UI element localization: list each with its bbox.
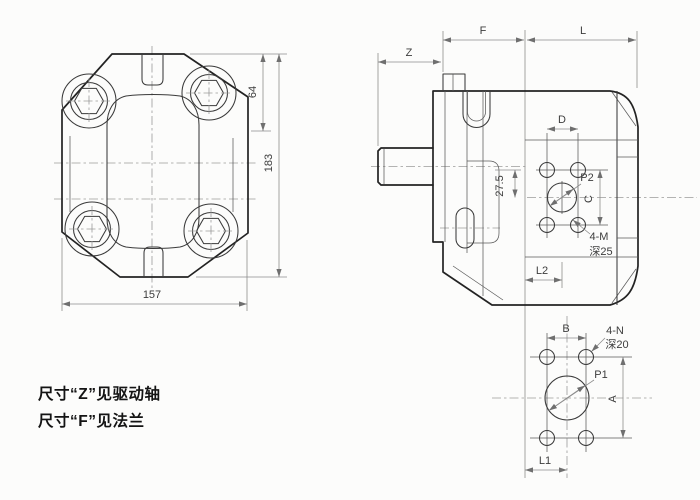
side-view: Z F L D 27.5 C (371, 25, 697, 478)
flange-bolt-slot-top-outer (462, 91, 491, 129)
thread-depth-20-label: 深20 (605, 338, 628, 351)
thread-hole (538, 216, 556, 234)
port-p1-circle (544, 375, 590, 421)
dim-f: F (442, 25, 524, 72)
chamfer-edge-bottom-left (452, 265, 504, 301)
thread-hole (569, 161, 587, 179)
dim-64-label: 64 (247, 86, 259, 98)
flange-bolt-slot-top-inner (467, 91, 486, 122)
dim-l-label: L (580, 25, 586, 37)
dim-c-label: C (583, 195, 595, 203)
port-p1-label: P1 (594, 369, 607, 381)
dim-z: Z (377, 47, 441, 146)
dim-157-label: 157 (143, 289, 161, 301)
thread-depth-25-label: 深25 (589, 245, 612, 258)
dim-a: A (607, 357, 626, 438)
dim-a-label: A (607, 395, 619, 403)
note-f-flange: 尺寸“F”见法兰 (38, 411, 144, 430)
chamfer-edge-bottom-right (611, 268, 637, 304)
dim-l: L (527, 25, 638, 88)
thread-note-4n-label: 4-N (606, 325, 624, 337)
notes: 尺寸“Z”见驱动轴 尺寸“F”见法兰 (38, 384, 160, 430)
dim-183-label: 183 (263, 154, 275, 172)
bottom-tab (143, 246, 164, 276)
thread-hole (569, 216, 587, 234)
thread-note-4m: 4-M 深25 (572, 219, 613, 258)
dim-b: B (547, 323, 586, 341)
body-rib (467, 160, 500, 244)
dim-64: 64 (190, 53, 287, 132)
chamfer-edge-top-right (611, 91, 637, 127)
thread-note-4m-label: 4-M (590, 231, 609, 243)
flange-outline (61, 53, 249, 278)
thread-hole (577, 348, 595, 366)
thread-hole (538, 348, 556, 366)
dim-b-label: B (562, 323, 569, 335)
dim-l2-label: L2 (536, 265, 548, 277)
port-p2-circle (546, 182, 578, 213)
thread-hole (538, 161, 556, 179)
dim-l2: L2 (525, 262, 563, 288)
dim-d: D (547, 114, 578, 132)
dim-d-label: D (558, 114, 566, 126)
dim-27-5-label: 27.5 (494, 175, 506, 196)
rear-port-face (536, 133, 608, 238)
port-p2-callout: P2 (549, 172, 594, 207)
dim-27-5: 27.5 (494, 169, 521, 198)
note-z-driveshaft: 尺寸“Z”见驱动轴 (38, 384, 160, 403)
front-view: 64 183 157 (54, 46, 287, 311)
thread-hole (538, 429, 556, 447)
port-p1-callout: P1 (548, 369, 608, 411)
dim-l1-label: L1 (539, 455, 551, 467)
dim-f-label: F (480, 25, 487, 37)
mounting-bolt-bottom-left (64, 201, 120, 257)
dim-183: 183 (196, 54, 287, 278)
port-p2-label: P2 (580, 172, 593, 184)
mounting-bolt-bottom-right (183, 203, 239, 259)
drive-shaft (377, 147, 434, 186)
front-view-centerlines (54, 46, 258, 290)
port-face-view: B 4-N 深20 P1 A L1 (492, 316, 652, 478)
pump-body-section (106, 93, 200, 250)
thread-note-4n: 4-N 深20 (591, 325, 629, 352)
flange-bolt-slot-bottom (455, 207, 475, 249)
mounting-bolts (61, 65, 239, 259)
pump-body-outline (432, 90, 639, 306)
dim-z-label: Z (406, 47, 413, 59)
top-tab (141, 55, 164, 86)
mounting-bolt-top-left (61, 73, 117, 129)
flange-top-tab (442, 73, 466, 91)
mounting-bolt-top-right (181, 65, 237, 121)
dim-157: 157 (61, 238, 248, 311)
dim-l1: L1 (525, 455, 567, 473)
thread-hole (577, 429, 595, 447)
dim-c: C (583, 170, 603, 225)
